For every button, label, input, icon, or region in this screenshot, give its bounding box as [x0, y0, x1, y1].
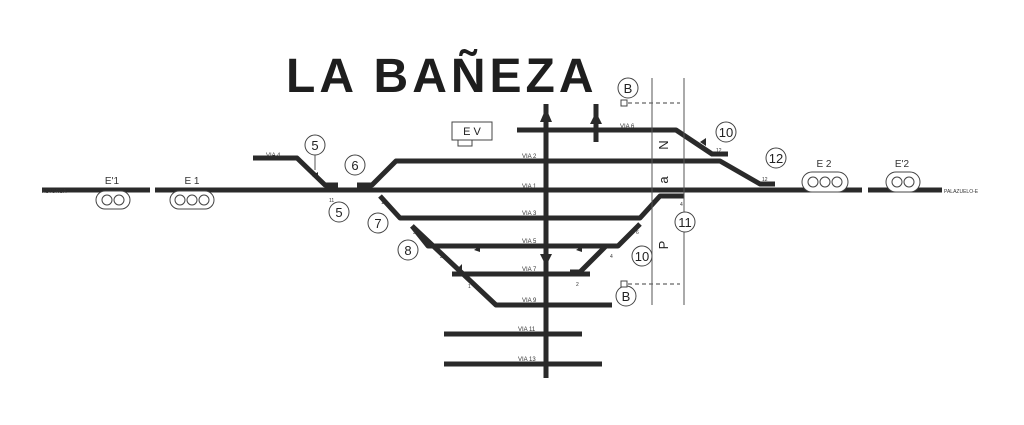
- track-label: VIA 9: [522, 298, 537, 304]
- signal-lamp: [903, 176, 915, 188]
- switch-number: 11: [329, 198, 334, 204]
- switch-number: 6: [636, 230, 639, 236]
- signal-lamp: [807, 176, 819, 188]
- signal-lamp: [174, 194, 186, 206]
- svg-text:10: 10: [719, 125, 733, 140]
- track-via-6: [517, 127, 728, 157]
- track-label: VIA 11: [518, 327, 536, 333]
- signal-lamp: [891, 176, 903, 188]
- svg-text:5: 5: [335, 205, 342, 220]
- track-label: VIA 1: [522, 184, 537, 190]
- arrow-down-icon: [540, 254, 552, 266]
- signal-label: E'2: [895, 159, 910, 170]
- switch-number: 4: [680, 202, 683, 208]
- switch-number: 12: [716, 148, 722, 154]
- switch-marker: [474, 246, 480, 252]
- circled-marker-12: 12: [765, 147, 787, 169]
- switch-marker: [312, 172, 318, 180]
- arrow-up-icon: [590, 112, 602, 124]
- svg-text:8: 8: [404, 243, 411, 258]
- signal-lamp: [198, 194, 210, 206]
- signal-lamp: [101, 194, 113, 206]
- track-via-2: [357, 158, 775, 188]
- signal-label: E 2: [816, 159, 831, 170]
- switch-marker: [576, 246, 582, 252]
- signal-label: E'1: [105, 176, 120, 187]
- circled-marker-8: 8: [397, 239, 419, 261]
- switch-number: 12: [762, 177, 768, 183]
- track-label: VIA 13: [518, 357, 536, 363]
- b-marker: [617, 77, 639, 99]
- circled-marker-5-top: 5: [304, 134, 326, 170]
- vertical-letter: P: [656, 241, 671, 250]
- switch-number: 3: [413, 230, 416, 236]
- track-label: VIA 4: [266, 153, 281, 159]
- circled-marker-5-bottom: 5: [328, 201, 350, 223]
- line-end-label: ASTORGA: [42, 189, 67, 195]
- svg-text:11: 11: [678, 215, 692, 230]
- signal-lamp: [186, 194, 198, 206]
- station-title: LA BAÑEZA: [286, 48, 598, 103]
- switch-marker: [700, 138, 706, 146]
- switch-number: 2: [440, 254, 443, 260]
- track-via-3: [378, 193, 684, 221]
- signal-lamp: [819, 176, 831, 188]
- signal-head: [885, 171, 921, 193]
- circled-number: B: [624, 81, 633, 96]
- track-via-9: [410, 224, 612, 308]
- svg-text:5: 5: [311, 138, 318, 153]
- switch-number: 4: [610, 254, 613, 260]
- switch-number: 1: [468, 284, 471, 290]
- arrow-up-icon: [540, 108, 552, 122]
- signal-label: E 1: [184, 176, 199, 187]
- track-label: VIA 5: [522, 239, 537, 245]
- circled-marker-10-bottom: 10: [631, 245, 653, 267]
- vertical-letter: N: [656, 140, 671, 149]
- track-via-4: [253, 155, 338, 188]
- track-label: VIA 2: [522, 154, 537, 160]
- ev-panel-label: E V: [463, 126, 481, 138]
- circled-marker-7: 7: [367, 212, 389, 234]
- svg-text:7: 7: [374, 216, 381, 231]
- svg-text:6: 6: [351, 158, 358, 173]
- track-label: VIA 7: [522, 267, 537, 273]
- line-end-label: PALAZUELO-E: [944, 189, 979, 195]
- signal-lamp: [113, 194, 125, 206]
- switch-number: 2: [576, 282, 579, 288]
- track-label: VIA 6: [620, 124, 635, 130]
- vertical-letter: a: [656, 176, 671, 184]
- svg-text:12: 12: [769, 151, 783, 166]
- circled-marker-11: 11: [674, 211, 696, 233]
- circled-marker-6: 6: [344, 154, 366, 176]
- signal-lamp: [831, 176, 843, 188]
- signal-box-icon: [620, 99, 628, 107]
- switch-number: 1: [381, 200, 384, 206]
- track-via-7-connector: [570, 244, 608, 275]
- signal-head: [95, 190, 131, 210]
- ev-panel-base: [457, 139, 473, 147]
- svg-text:10: 10: [635, 249, 649, 264]
- circled-number: B: [622, 289, 631, 304]
- signal-box-icon: [620, 280, 628, 288]
- circled-marker-10-top: 10: [715, 121, 737, 143]
- switch-marker: [456, 264, 462, 272]
- track-label: VIA 3: [522, 211, 537, 217]
